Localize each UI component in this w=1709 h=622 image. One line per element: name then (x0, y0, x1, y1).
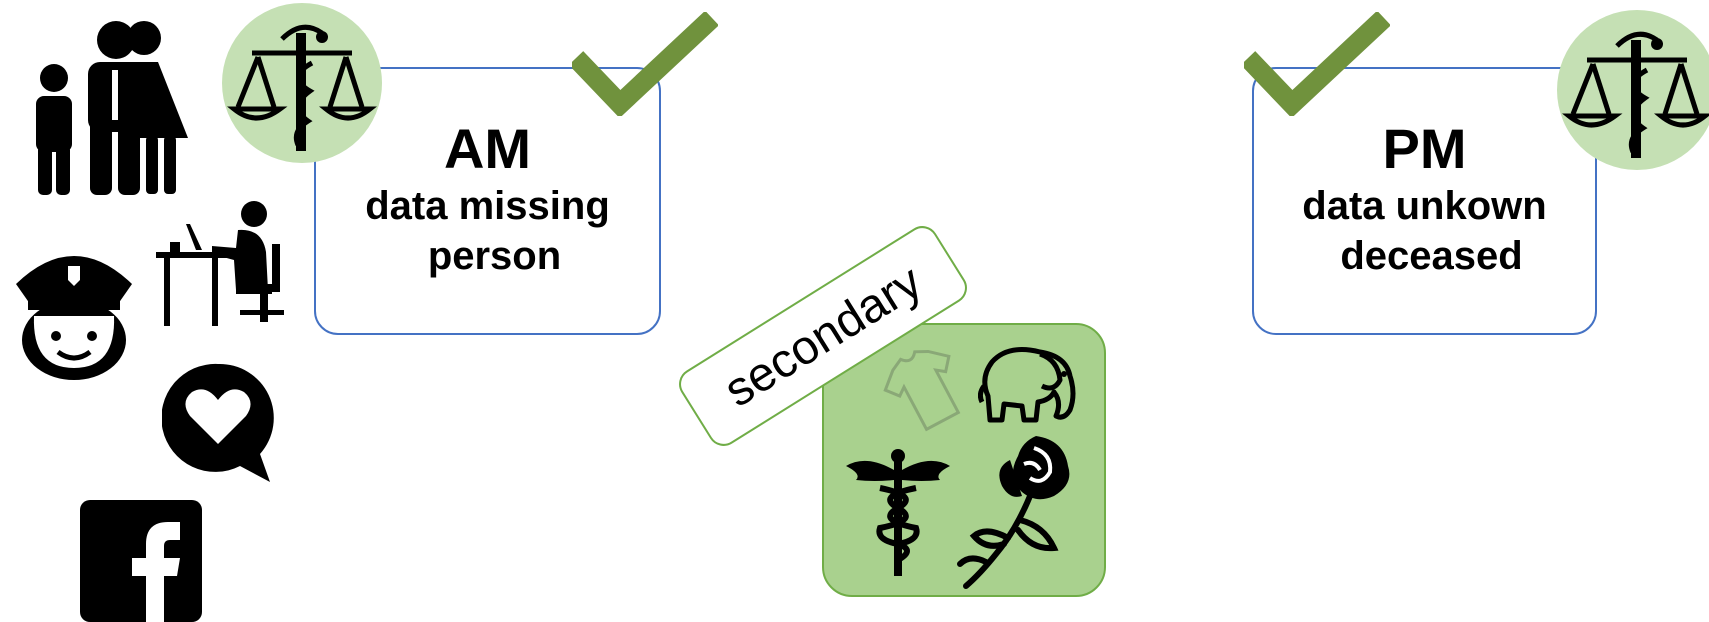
caduceus-icon (846, 449, 950, 576)
am-line1: data missing (365, 184, 610, 228)
office-worker-icon (156, 201, 284, 326)
facebook-icon (80, 500, 202, 622)
am-title: AM (443, 117, 532, 180)
am-card: AM data missing person (314, 67, 661, 335)
tshirt-icon (883, 349, 961, 432)
family-icon (36, 21, 188, 195)
am-line2: person (427, 234, 562, 278)
pm-checkmark-icon (1244, 12, 1390, 116)
scales-caduceus-icon (226, 24, 378, 151)
heart-speech-bubble-icon (162, 363, 274, 482)
rose-tattoo-icon (957, 436, 1070, 589)
am-justice-badge (222, 3, 382, 163)
pm-line1: data unkown (1302, 184, 1547, 228)
pm-card: PM data unkown deceased (1252, 67, 1597, 335)
pm-justice-badge (1557, 10, 1709, 170)
am-checkmark-icon (572, 12, 718, 116)
police-officer-icon (16, 256, 132, 380)
pm-title: PM (1382, 117, 1467, 180)
scales-caduceus-icon (1561, 31, 1709, 158)
pm-line2: deceased (1340, 234, 1523, 278)
elephant-icon (978, 347, 1076, 423)
